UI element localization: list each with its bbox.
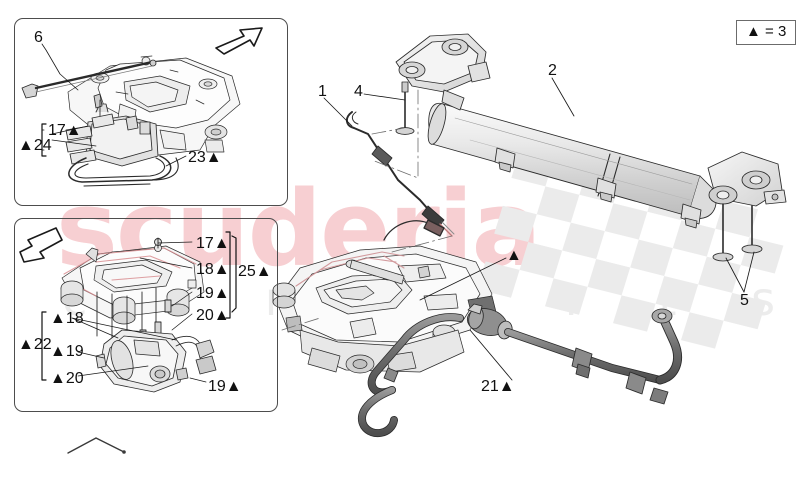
callout-20b: 20▲ [196, 307, 230, 324]
callout-19d: 19▲ [208, 378, 242, 395]
panel-bottom-left [14, 218, 278, 412]
callout-24: ▲24 [18, 137, 52, 154]
callout-18b: 18▲ [196, 261, 230, 278]
arrow-up-right [215, 27, 263, 55]
marker-triangle: ▲ [506, 247, 522, 264]
part-sensor-link-1 [346, 111, 455, 237]
part-front-bracket [395, 33, 491, 111]
part-manifold-center [272, 245, 497, 374]
callout-20c: ▲20 [50, 370, 84, 387]
callout-17: 17▲ [48, 122, 82, 139]
callout-25: 25▲ [238, 263, 272, 280]
part-hose-loop-23 [68, 155, 179, 187]
callout-2: 2 [548, 62, 557, 79]
panel-top-left [14, 18, 288, 206]
callout-19b: 19▲ [196, 285, 230, 302]
part-bolts-5 [712, 203, 763, 262]
part-compressor [95, 329, 217, 393]
callout-5: 5 [740, 292, 749, 309]
callout-1: 1 [318, 83, 327, 100]
part-bolt-6 [21, 59, 157, 99]
callout-21: 21▲ [481, 378, 515, 395]
callout-19c: ▲19 [50, 343, 84, 360]
arrow-down-left [19, 227, 63, 263]
callout-17b: 17▲ [196, 235, 230, 252]
part-stabilizer-21 [358, 303, 682, 438]
callout-23: 23▲ [188, 149, 222, 166]
part-harness [383, 219, 445, 241]
part-valve-block [65, 93, 159, 167]
legend-triangle-equals: ▲ = 3 [736, 20, 797, 45]
part-bolt-4 [395, 81, 415, 135]
callout-6: 6 [34, 29, 43, 46]
part-rear-bracket [707, 151, 787, 207]
callout-4: 4 [354, 83, 363, 100]
part-reservoir-2 [427, 102, 717, 229]
callout-22: ▲22 [18, 336, 52, 353]
callout-18c: ▲18 [50, 310, 84, 327]
